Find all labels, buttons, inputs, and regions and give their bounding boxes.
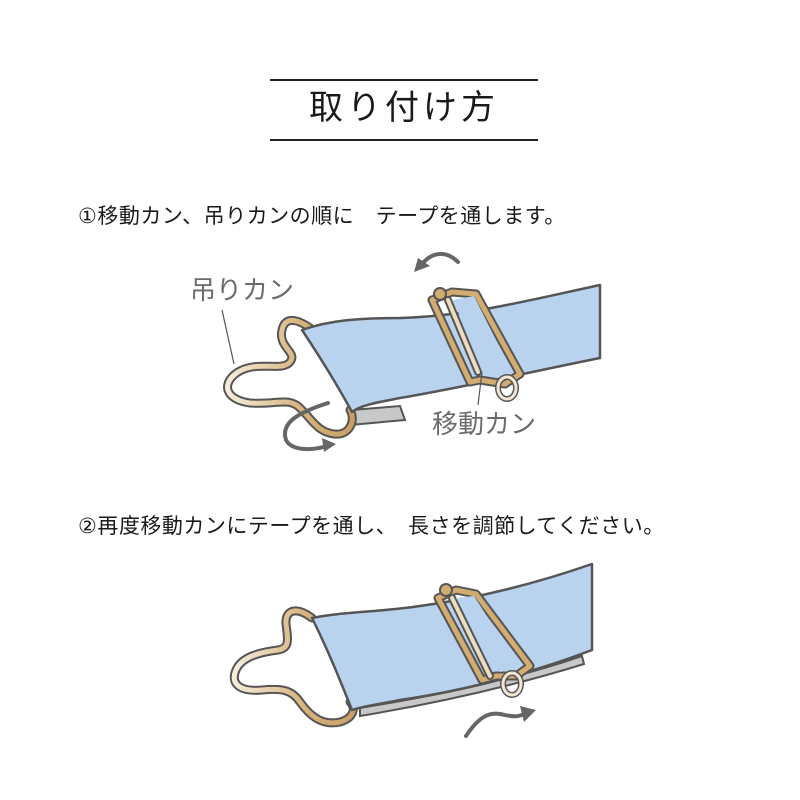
hanger-ring-icon: [229, 606, 358, 728]
step-2-illustration: [229, 562, 594, 738]
slider-label: 移動カン: [432, 410, 537, 440]
step-1-illustration: [221, 252, 602, 452]
slider-buckle-icon: [433, 583, 535, 698]
hanger-ring-leader-line: [221, 309, 235, 365]
hanger-ring-icon: [223, 316, 357, 439]
curved-arrow-icon: [414, 252, 460, 272]
curved-arrow-icon: [282, 401, 336, 452]
tape-front: [310, 562, 594, 712]
hanger-ring-label: 吊りカン: [190, 276, 295, 306]
step-2-instruction: ②再度移動カンにテープを通し、 長さを調節してください。: [78, 514, 665, 538]
step-1-instruction: ①移動カン、吊りカンの順に テープを通します。: [78, 204, 566, 228]
title-top-rule: [270, 79, 538, 81]
page-title: 取り付け方: [309, 88, 499, 128]
title-bottom-rule: [270, 139, 538, 141]
curved-arrow-icon: [464, 706, 536, 738]
slider-buckle-icon: [427, 287, 525, 402]
slider-leader-line: [477, 371, 483, 406]
